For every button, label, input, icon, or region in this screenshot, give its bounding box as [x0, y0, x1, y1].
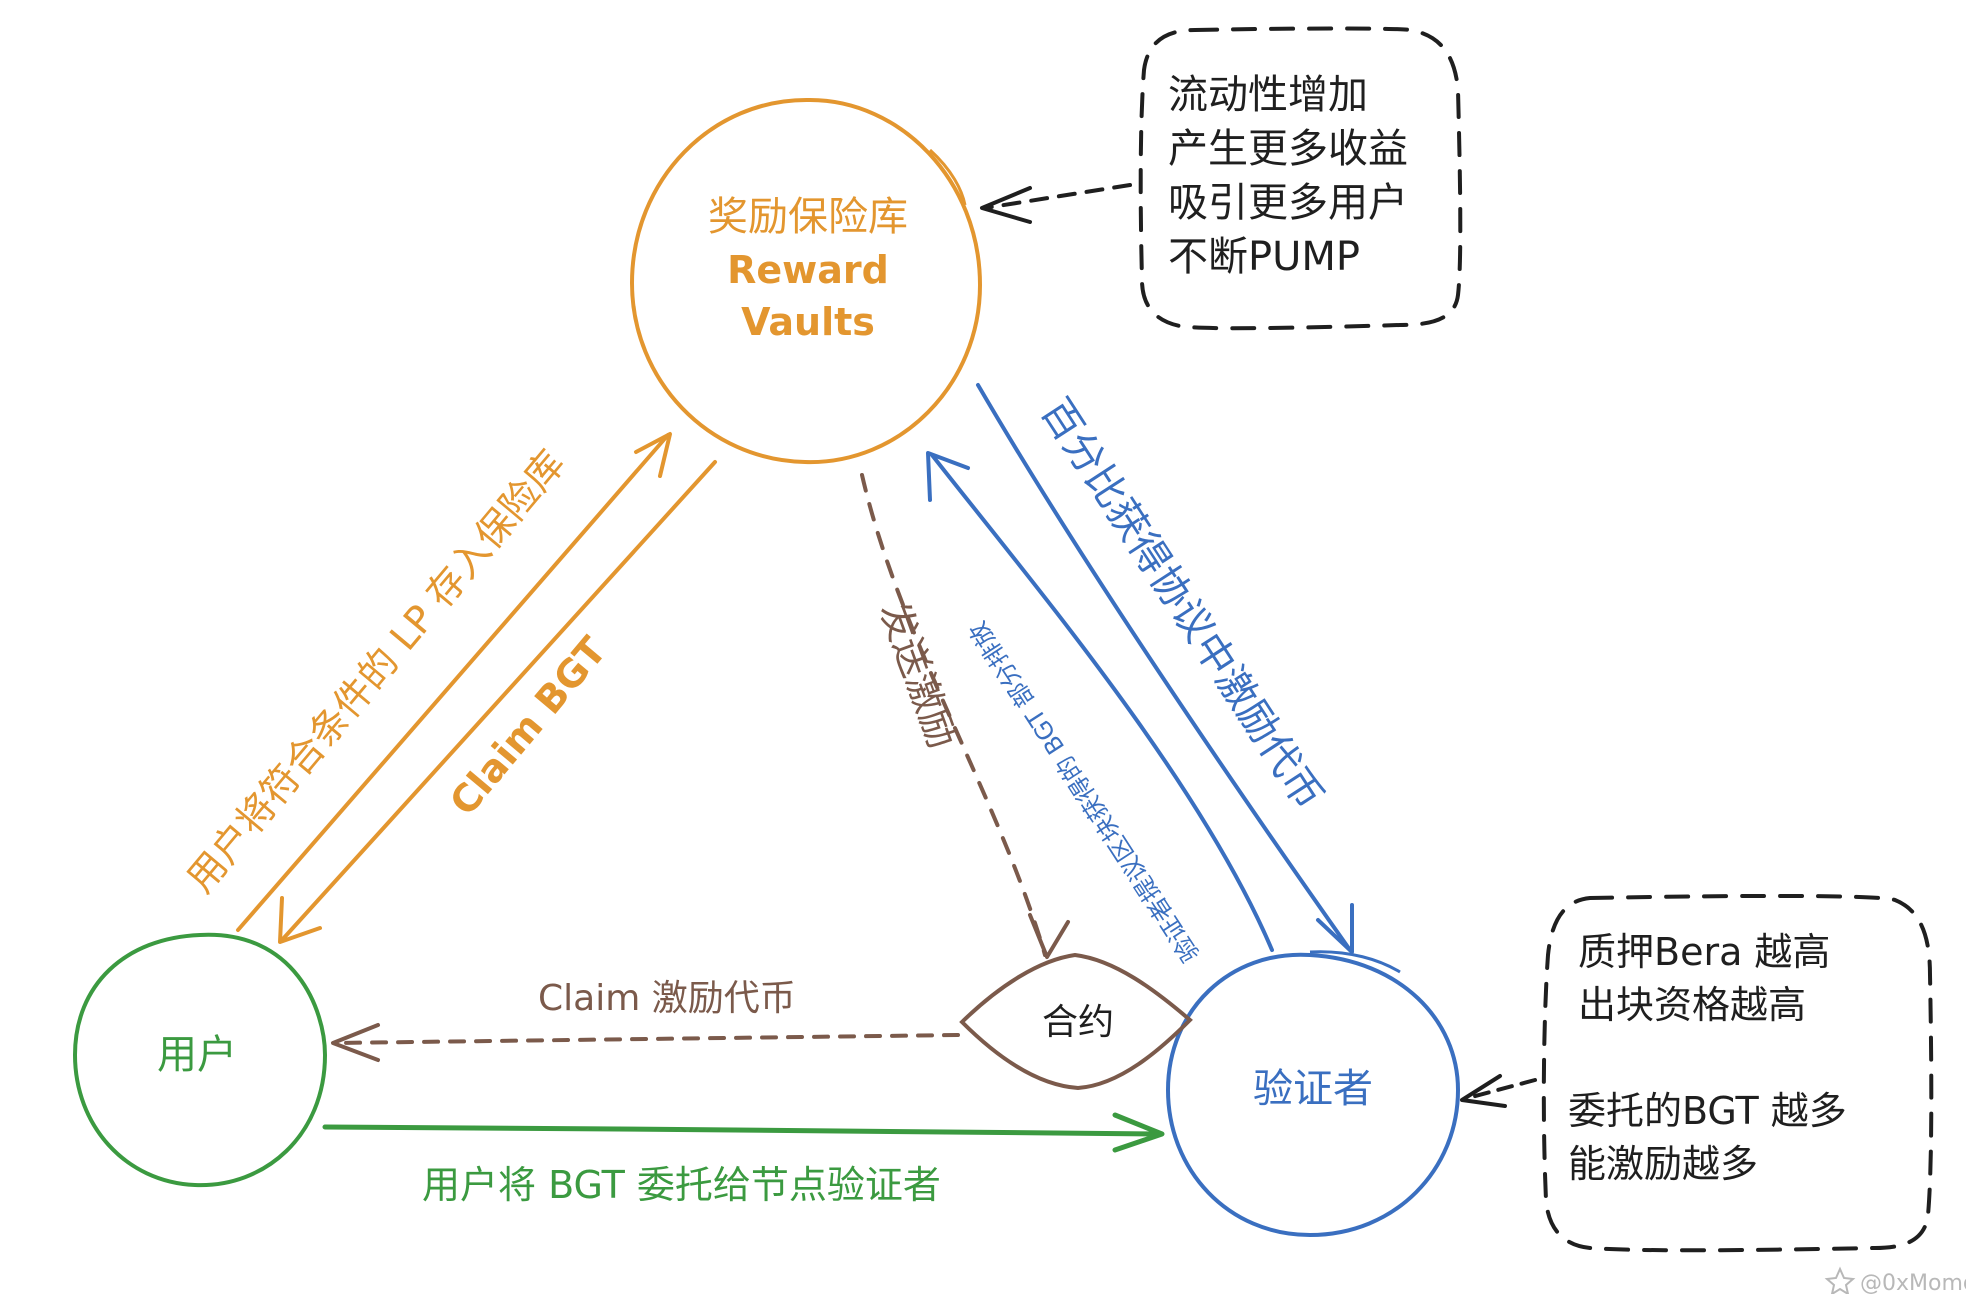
staking-note: 质押Bera 越高 出块资格越高 委托的BGT 越多 能激励越多	[1460, 893, 1934, 1253]
send-incentive-label: 发送激励	[872, 596, 965, 754]
send-incentive-arrowhead	[1028, 913, 1070, 959]
bgt-emission-arrowhead	[926, 451, 970, 502]
contract-label: 合约	[1042, 1002, 1114, 1043]
delegate-bgt-edge: 用户将 BGT 委托给节点验证者	[322, 1112, 1165, 1207]
liquidity-note: 流动性增加 产生更多收益 吸引更多用户 不断PUMP	[980, 26, 1463, 331]
reward-vaults-stroke-overlap	[928, 148, 967, 206]
claim-bgt-line	[280, 460, 717, 942]
bgt-emission-edge: 验证者提议区块获得的 BGT 部分排放	[926, 451, 1274, 967]
deposit-lp-label: 用户将符合条件的 LP 存入保险库	[178, 442, 573, 901]
liquidity-note-pointer-arrowhead	[980, 186, 1032, 224]
reward-vaults-label-en-2: Vaults	[741, 300, 875, 344]
bgt-emission-label: 验证者提议区块获得的 BGT 部分排放	[964, 617, 1205, 967]
claim-bgt-arrowhead	[278, 896, 322, 944]
percent-incentive-label: 百分比获得协议中激励代币	[1032, 390, 1332, 818]
claim-incentive-arrowhead	[331, 1023, 380, 1062]
user-label: 用户	[157, 1032, 237, 1078]
watermark-text: @0xMomo	[1860, 1271, 1966, 1294]
staking-note-line-5: 能激励越多	[1568, 1142, 1758, 1186]
delegate-bgt-label: 用户将 BGT 委托给节点验证者	[422, 1163, 941, 1207]
reward-vaults-node: 奖励保险库 Reward Vaults	[629, 97, 983, 465]
staking-note-line-4: 委托的BGT 越多	[1568, 1089, 1847, 1133]
claim-incentive-label: Claim 激励代币	[538, 978, 796, 1019]
validator-label: 验证者	[1253, 1066, 1373, 1112]
bgt-emission-line	[930, 453, 1274, 952]
staking-note-pointer-arrowhead	[1460, 1074, 1507, 1108]
contract-node: 合约	[959, 952, 1193, 1091]
staking-note-line-2: 出块资格越高	[1578, 983, 1806, 1027]
send-incentive-line	[860, 473, 1047, 957]
delegate-bgt-arrowhead	[1112, 1112, 1165, 1153]
validator-circle	[1165, 952, 1461, 1238]
percent-incentive-arrowhead	[1316, 903, 1354, 954]
liquidity-note-line-2: 产生更多收益	[1168, 126, 1408, 172]
staking-note-box	[1541, 893, 1934, 1253]
deposit-lp-edge: 用户将符合条件的 LP 存入保险库	[178, 432, 672, 932]
claim-incentive-line	[333, 1033, 960, 1045]
liquidity-note-line-3: 吸引更多用户	[1168, 180, 1408, 226]
user-node: 用户	[72, 932, 328, 1188]
staking-note-pointer-line	[1466, 1078, 1537, 1100]
liquidity-note-box	[1138, 26, 1463, 331]
liquidity-note-line-4: 不断PUMP	[1168, 234, 1360, 280]
deposit-lp-arrowhead	[634, 432, 672, 478]
watermark: @0xMomo	[1824, 1266, 1966, 1294]
reward-vaults-label-en-1: Reward	[727, 248, 889, 292]
liquidity-note-line-1: 流动性增加	[1168, 72, 1368, 118]
staking-note-line-1: 质押Bera 越高	[1578, 930, 1830, 974]
reward-vaults-circle	[629, 97, 983, 465]
reward-vaults-label-cn: 奖励保险库	[708, 194, 908, 240]
claim-incentive-edge: Claim 激励代币	[331, 978, 960, 1062]
liquidity-note-pointer-line	[983, 183, 1132, 210]
deposit-lp-line	[236, 433, 670, 932]
user-circle	[72, 932, 328, 1188]
percent-incentive-line	[976, 383, 1352, 952]
percent-incentive-edge: 百分比获得协议中激励代币	[976, 383, 1354, 954]
validator-stroke-overlap	[1309, 950, 1401, 974]
contract-diamond	[959, 952, 1193, 1091]
delegate-bgt-line	[322, 1124, 1163, 1137]
claim-bgt-label: Claim BGT	[441, 629, 615, 824]
watermark-icon	[1824, 1266, 1856, 1294]
validator-node: 验证者	[1165, 950, 1461, 1238]
